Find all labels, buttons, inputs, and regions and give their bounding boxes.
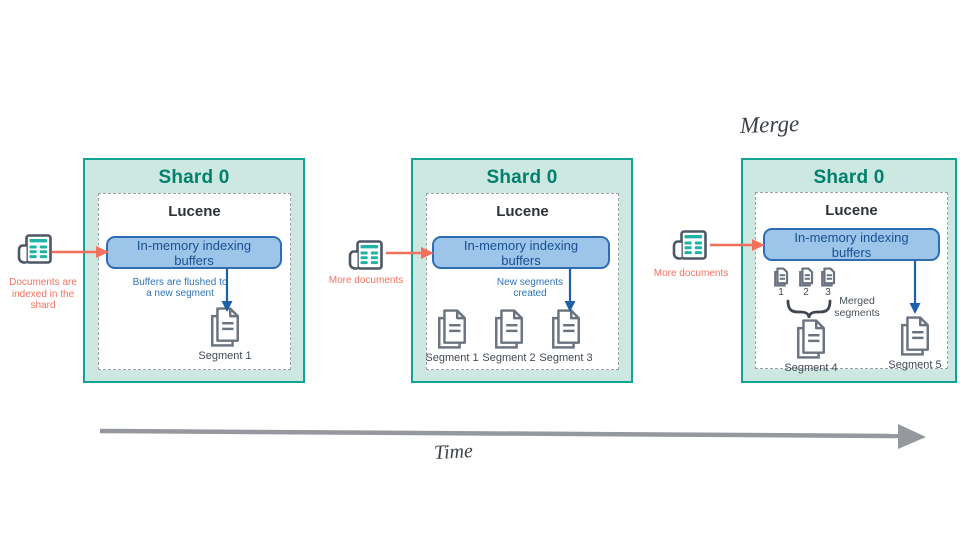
newspaper-icon bbox=[17, 233, 53, 270]
doc-source-label: More documents bbox=[328, 275, 404, 286]
time-axis-arrow bbox=[99, 424, 926, 449]
segment-label: Segment 4 bbox=[784, 362, 838, 374]
document-pages-icon bbox=[799, 267, 814, 287]
segment-item: Segment 5 bbox=[880, 315, 950, 371]
shard-title: Shard 0 bbox=[486, 167, 558, 188]
document-pages-icon bbox=[495, 309, 523, 349]
doc-source-label: More documents bbox=[653, 268, 729, 279]
document-pages-icon bbox=[821, 267, 836, 287]
document-pages-icon bbox=[797, 319, 825, 359]
segment-label: Segment 2 bbox=[482, 352, 536, 364]
doc-source-label: Documents are indexed in the shard bbox=[9, 277, 77, 311]
segment-item: Segment 1 bbox=[190, 306, 260, 362]
in-memory-buffers-box-1: In-memory indexing buffers bbox=[106, 236, 282, 269]
lucene-title: Lucene bbox=[496, 203, 549, 220]
merge-label: Merge bbox=[739, 110, 800, 139]
mini-segment-label: 1 bbox=[778, 287, 784, 298]
flush-caption-1: Buffers are flushed to a new segment bbox=[132, 277, 228, 299]
in-memory-buffers-box-3: In-memory indexing buffers bbox=[763, 228, 940, 261]
segment-item: Segment 3 bbox=[531, 308, 601, 364]
shard-panel-1: Shard 0 Lucene bbox=[83, 158, 305, 383]
segment-label: Segment 3 bbox=[539, 352, 593, 364]
shard-title: Shard 0 bbox=[158, 167, 230, 188]
document-pages-icon bbox=[438, 309, 466, 349]
shard-title: Shard 0 bbox=[813, 167, 885, 188]
in-memory-buffers-box-2: In-memory indexing buffers bbox=[432, 236, 610, 269]
document-pages-icon bbox=[901, 316, 929, 356]
newspaper-icon bbox=[348, 239, 384, 276]
segment-label: Segment 5 bbox=[888, 359, 942, 371]
document-pages-icon bbox=[211, 307, 239, 347]
mini-segment-item: 1 bbox=[772, 267, 790, 298]
lucene-title: Lucene bbox=[825, 202, 878, 219]
segment-item: Segment 4 bbox=[776, 318, 846, 374]
mini-segment-label: 3 bbox=[825, 287, 831, 298]
segment-item: Segment 1 bbox=[417, 308, 487, 364]
mini-segment-label: 2 bbox=[803, 287, 809, 298]
newspaper-icon bbox=[672, 229, 708, 266]
lucene-title: Lucene bbox=[168, 203, 221, 220]
mini-segment-item: 3 bbox=[819, 267, 837, 298]
time-label: Time bbox=[433, 439, 474, 465]
merged-segments-note: Merged segments bbox=[834, 295, 880, 319]
flush-caption-2: New segments created bbox=[496, 277, 564, 299]
segment-label: Segment 1 bbox=[198, 350, 252, 362]
lucene-box-1: Lucene bbox=[98, 193, 291, 370]
document-pages-icon bbox=[774, 267, 789, 287]
segment-item: Segment 2 bbox=[474, 308, 544, 364]
mini-segment-item: 2 bbox=[797, 267, 815, 298]
segment-label: Segment 1 bbox=[425, 352, 479, 364]
document-pages-icon bbox=[552, 309, 580, 349]
